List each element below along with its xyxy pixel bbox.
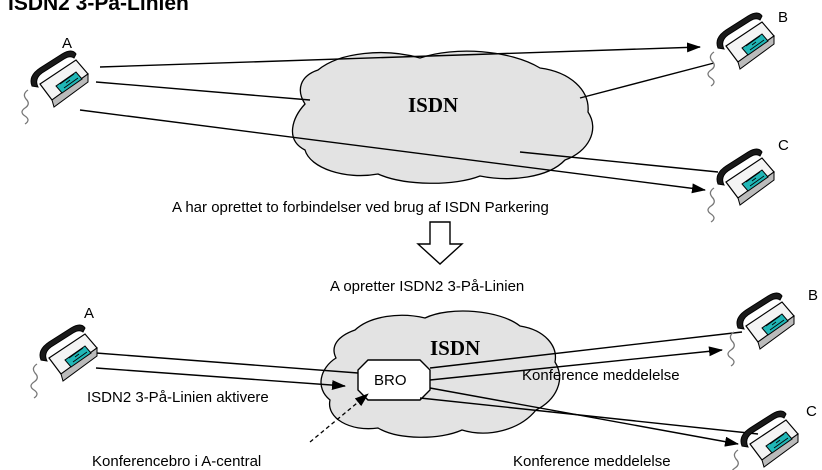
node-b-label-top: B xyxy=(778,9,788,26)
node-a-label-bottom: A xyxy=(84,305,94,322)
connection-bridge-c-2 xyxy=(429,387,739,447)
connection-a-bridge-1 xyxy=(95,352,359,374)
node-b-label-bottom: B xyxy=(808,287,818,304)
connection-bridge-b-2 xyxy=(429,346,723,381)
bridge-note-pointer xyxy=(309,393,369,443)
connection-cloud-c-top xyxy=(519,151,719,173)
bridge-label: BRO xyxy=(374,372,407,389)
node-c-label-bottom: C xyxy=(806,403,817,420)
telephone-icon xyxy=(30,324,98,399)
isdn-cloud-label-bottom: ISDN xyxy=(430,336,480,360)
connection-bridge-b-1 xyxy=(429,331,743,369)
bridge-octagon xyxy=(357,359,431,401)
connection-a-bridge-2 xyxy=(95,367,346,391)
top-caption: A har oprettet to forbindelser ved brug … xyxy=(172,199,549,216)
page-title: ISDN2 3-På-Linien xyxy=(8,0,189,15)
down-arrow-icon xyxy=(416,221,464,265)
activate-label: ISDN2 3-På-Linien aktivere xyxy=(87,389,269,406)
connection-a-b-top xyxy=(99,42,701,68)
node-a-label-top: A xyxy=(62,35,72,52)
isdn-cloud-bottom xyxy=(320,310,561,438)
telephone-icon xyxy=(707,148,775,223)
bridge-note-label: Konferencebro i A-central xyxy=(92,453,261,470)
telephone-icon xyxy=(21,50,89,125)
isdn-cloud-label-top: ISDN xyxy=(408,93,458,117)
conference-msg-b: Konference meddelelse xyxy=(522,367,680,384)
connection-a-c-top xyxy=(79,109,706,194)
telephone-icon xyxy=(727,292,795,367)
connection-a-cloud-top xyxy=(95,81,311,101)
connection-cloud-b-top xyxy=(579,62,715,99)
isdn-cloud-top xyxy=(291,50,594,184)
telephone-icon xyxy=(707,12,775,87)
node-c-label-top: C xyxy=(778,137,789,154)
telephone-icon xyxy=(731,410,799,470)
connection-bridge-c-1 xyxy=(419,397,759,435)
conference-msg-c: Konference meddelelse xyxy=(513,453,671,470)
step-label: A opretter ISDN2 3-På-Linien xyxy=(330,278,524,295)
